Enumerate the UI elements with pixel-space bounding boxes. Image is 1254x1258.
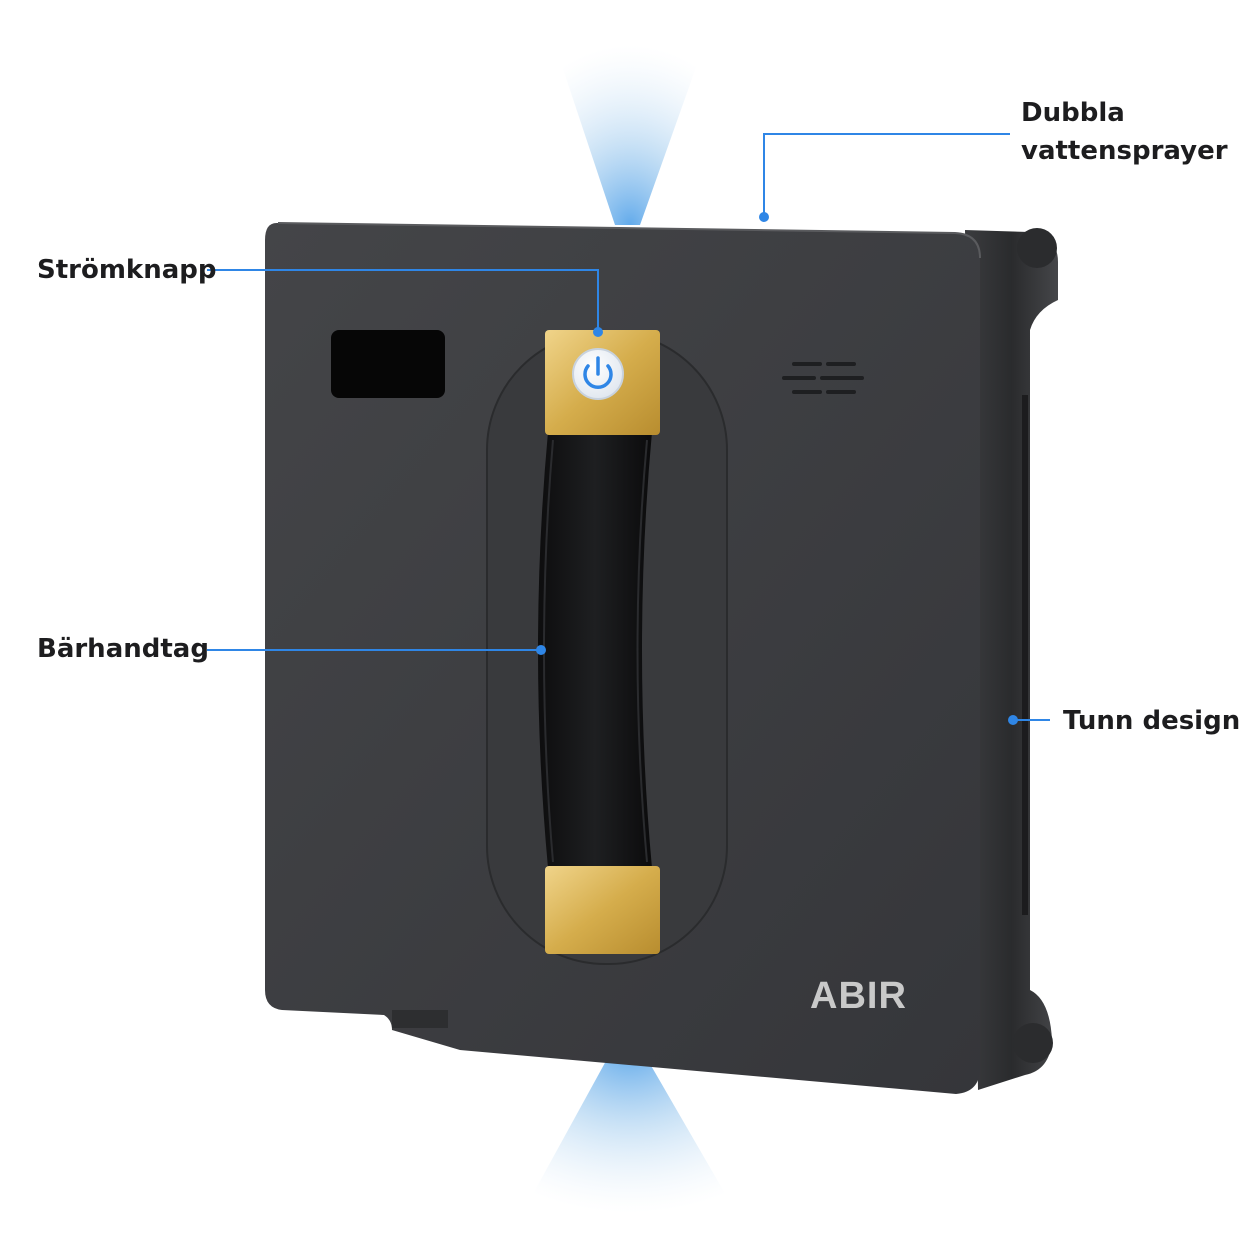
callout-dual-spray: Dubbla vattensprayer <box>1021 94 1228 170</box>
spray-bottom <box>500 1050 760 1254</box>
leader-spray <box>763 133 1010 216</box>
callout-thin-design: Tunn design <box>1063 706 1241 736</box>
callout-power-button: Strömknapp <box>37 255 217 285</box>
power-icon <box>572 348 624 400</box>
brand-logo: ABIR <box>810 975 907 1017</box>
handle-cap-bottom <box>545 866 660 954</box>
spray-top <box>540 0 720 225</box>
leader-dots <box>536 212 1018 725</box>
display-window <box>331 330 445 398</box>
callout-dual-spray-line1: Dubbla <box>1021 98 1125 128</box>
carry-handle <box>538 432 652 868</box>
leader-power <box>207 269 599 332</box>
speaker-grille <box>782 362 864 394</box>
callout-carry-handle: Bärhandtag <box>37 634 209 664</box>
callout-dual-spray-line2: vattensprayer <box>1021 136 1228 166</box>
device-side <box>965 230 1058 1090</box>
leader-lines <box>207 133 1050 721</box>
